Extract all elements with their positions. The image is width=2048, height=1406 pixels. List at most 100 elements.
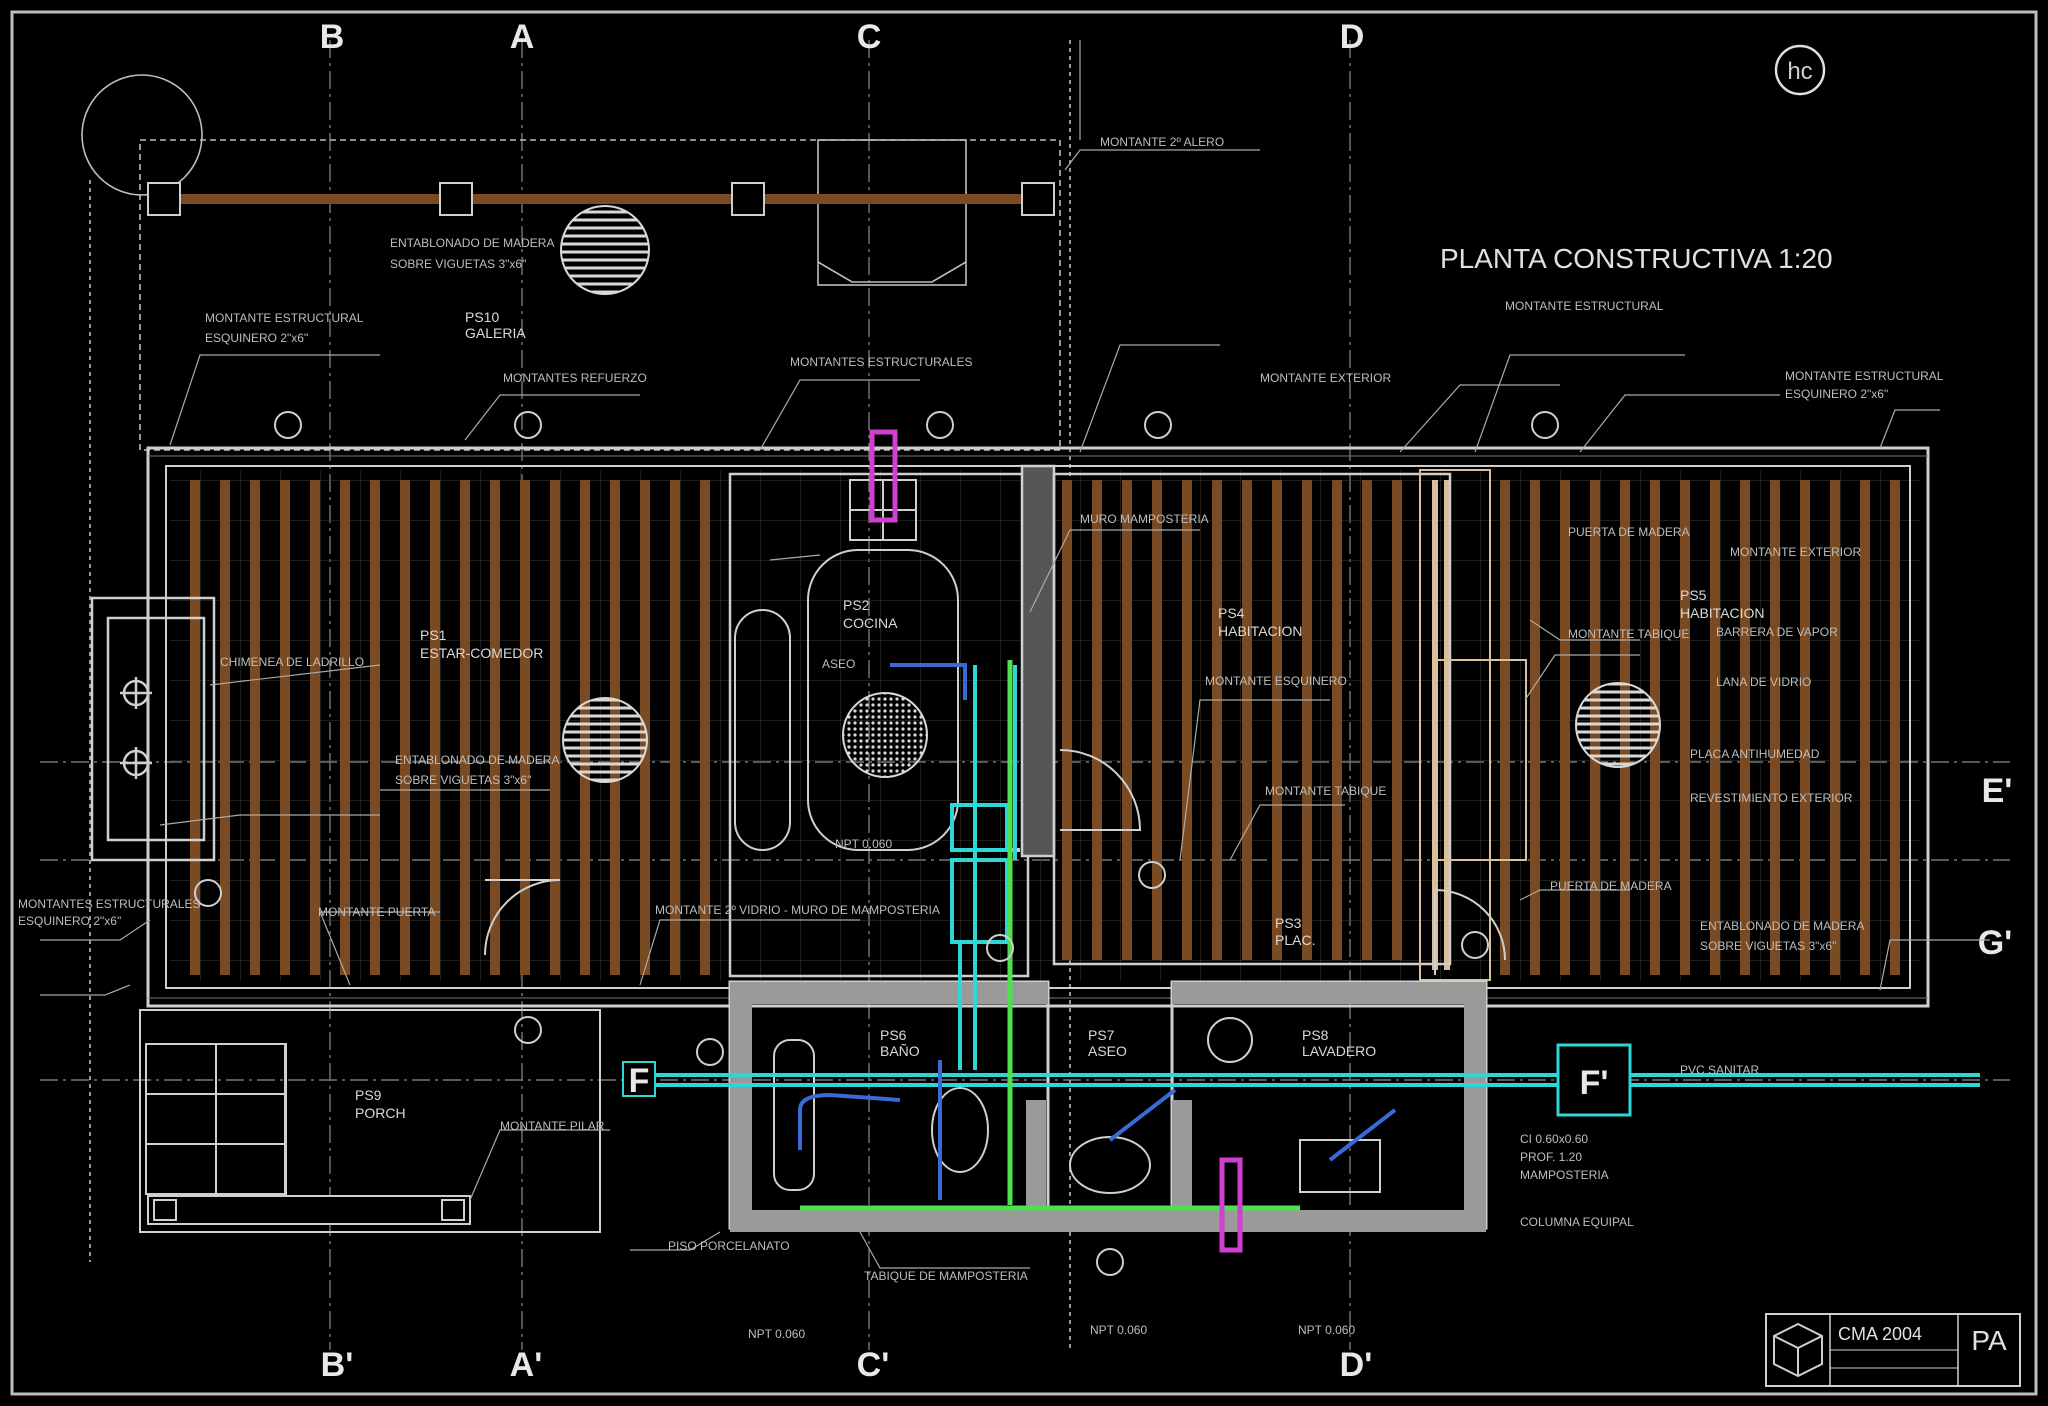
axis-label-c: C xyxy=(857,18,882,56)
note-ci: CI 0.60x0.60 xyxy=(1520,1132,1588,1146)
kitchen-fixtures xyxy=(734,479,959,851)
gallery-beam xyxy=(147,182,1055,216)
hab2-code: PS5 xyxy=(1680,587,1707,603)
floor-joist xyxy=(340,480,350,975)
note-montante-estructural-3: MONTANTE ESTRUCTURAL xyxy=(1785,369,1944,383)
floor-joist xyxy=(1392,480,1402,960)
note-revestimiento: REVESTIMIENTO EXTERIOR xyxy=(1690,791,1853,805)
floor-joist xyxy=(1500,480,1510,975)
sheet-border xyxy=(10,10,2038,1396)
note-barrera: BARRERA DE VAPOR xyxy=(1716,625,1838,639)
axis-labels-right: E' G' xyxy=(1978,772,2013,962)
floor-joist xyxy=(1890,480,1900,975)
floor-joist xyxy=(370,480,380,975)
floor-joist xyxy=(1302,480,1312,960)
logo-text: hc xyxy=(1787,58,1812,85)
floor-joist xyxy=(1530,480,1540,975)
bano-code: PS6 xyxy=(880,1027,907,1043)
floor-joist xyxy=(1122,480,1132,960)
note-placa: PLACA ANTIHUMEDAD xyxy=(1690,747,1820,761)
floor-joist xyxy=(310,480,320,975)
note-montantes-refuerzo: MONTANTES REFUERZO xyxy=(503,371,647,385)
floor-joist xyxy=(1272,480,1282,960)
note-esquinero-3: ESQUINERO 2"x6" xyxy=(1785,387,1888,401)
pipe-marker-f: F xyxy=(622,1061,656,1100)
note-montante-tabique-2: MONTANTE TABIQUE xyxy=(1568,627,1689,641)
galeria-name: GALERIA xyxy=(465,325,526,341)
placar-name: PLAC. xyxy=(1275,932,1315,948)
note-puerta-madera-2: PUERTA DE MADERA xyxy=(1550,879,1672,893)
hab-vent xyxy=(1575,682,1661,768)
note-entablonado-1b: SOBRE VIGUETAS 3"x6" xyxy=(390,257,526,271)
pipes-blue xyxy=(798,663,1397,1200)
note-puerta-madera-1: PUERTA DE MADERA xyxy=(1568,525,1690,539)
floor-joist xyxy=(1212,480,1222,960)
floor-joist xyxy=(1332,480,1342,960)
floor-joist xyxy=(1092,480,1102,960)
axis-labels-top: B A C D xyxy=(320,18,1365,56)
floor-joist xyxy=(550,480,560,975)
pipe-label-f: F xyxy=(629,1062,650,1100)
reference-bubbles xyxy=(194,411,1559,1276)
note-montante-exterior-2: MONTANTE EXTERIOR xyxy=(1730,545,1861,559)
pipe-marker-f-prime: F' xyxy=(1556,1043,1632,1117)
placar-code: PS3 xyxy=(1275,915,1302,931)
note-aseo: ASEO xyxy=(822,657,855,671)
note-chimenea: CHIMENEA DE LADRILLO xyxy=(220,655,364,669)
note-montante-estructural-1: MONTANTE ESTRUCTURAL xyxy=(205,311,364,325)
stamp-cube-icon xyxy=(1773,1322,1823,1378)
galeria-code: PS10 xyxy=(465,309,499,325)
bano-name: BAÑO xyxy=(880,1043,920,1059)
floor-joist xyxy=(1362,480,1372,960)
hab1-name: HABITACION xyxy=(1218,623,1303,639)
plan-title: PLANTA CONSTRUCTIVA 1:20 xyxy=(1440,243,1833,274)
porch-code: PS9 xyxy=(355,1087,382,1103)
axis-label-d-prime: D' xyxy=(1340,1346,1373,1384)
pipes-cyan xyxy=(640,665,1980,1087)
note-npt-cocina: NPT 0.060 xyxy=(835,837,892,851)
note-pvc: PVC SANITAR xyxy=(1680,1063,1759,1077)
pipes-green xyxy=(800,660,1300,1211)
note-montante-alero: MONTANTE 2º ALERO xyxy=(1100,135,1224,149)
aseo-name: ASEO xyxy=(1088,1043,1127,1059)
note-piso-porcelanato: PISO PORCELANATO xyxy=(668,1239,790,1253)
axis-label-e-prime: E' xyxy=(1982,772,2013,810)
note-entablonado-3: ENTABLONADO DE MADERA xyxy=(1700,919,1864,933)
note-montante-tabique: MONTANTE TABIQUE xyxy=(1265,784,1386,798)
floor-joist xyxy=(250,480,260,975)
floor-joist xyxy=(490,480,500,975)
aseo-code: PS7 xyxy=(1088,1027,1115,1043)
note-montante-puerta: MONTANTE PUERTA xyxy=(318,905,435,919)
hab2-name: HABITACION xyxy=(1680,605,1765,621)
floor-joist xyxy=(400,480,410,975)
note-montante-estructural-2: MONTANTE ESTRUCTURAL xyxy=(1505,299,1664,313)
note-tabique-mamposteria: TABIQUE DE MAMPOSTERIA xyxy=(864,1269,1028,1283)
pipe-label-f-prime: F' xyxy=(1580,1064,1609,1102)
note-mamposteria: MAMPOSTERIA xyxy=(1520,1168,1609,1182)
axis-label-b: B xyxy=(320,18,345,56)
hc-logo: hc xyxy=(1774,44,1826,96)
light-joist xyxy=(1444,480,1450,970)
note-entablonado-3b: SOBRE VIGUETAS 3"x6" xyxy=(1700,939,1836,953)
floor-joist xyxy=(220,480,230,975)
note-esquinero-4: ESQUINERO 2"x6" xyxy=(18,914,121,928)
annotations: MONTANTE 2º ALERO ENTABLONADO DE MADERA … xyxy=(18,135,1944,1341)
lavadero-code: PS8 xyxy=(1302,1027,1329,1043)
axis-label-d: D xyxy=(1340,18,1365,56)
bathroom-fixtures xyxy=(773,1017,1381,1194)
axis-label-b-prime: B' xyxy=(321,1346,354,1384)
note-npt-bano: NPT 0.060 xyxy=(748,1327,805,1341)
note-montante-exterior: MONTANTE EXTERIOR xyxy=(1260,371,1391,385)
axis-label-a-prime: A' xyxy=(510,1346,543,1384)
note-montante-esquinero: MONTANTE ESQUINERO xyxy=(1205,674,1347,688)
note-muro-mamposteria-2: MONTANTE 2º VIDRIO - MURO DE MAMPOSTERIA xyxy=(655,903,940,917)
note-npt-lav: NPT 0.060 xyxy=(1298,1323,1355,1337)
title-block: CMA 2004 PA xyxy=(1765,1313,2021,1387)
lavadero-name: LAVADERO xyxy=(1302,1043,1376,1059)
floor-joist xyxy=(1860,480,1870,975)
floor-joist xyxy=(1242,480,1252,960)
floor-joist xyxy=(1830,480,1840,975)
floor-joist xyxy=(1152,480,1162,960)
floor-joist xyxy=(430,480,440,975)
